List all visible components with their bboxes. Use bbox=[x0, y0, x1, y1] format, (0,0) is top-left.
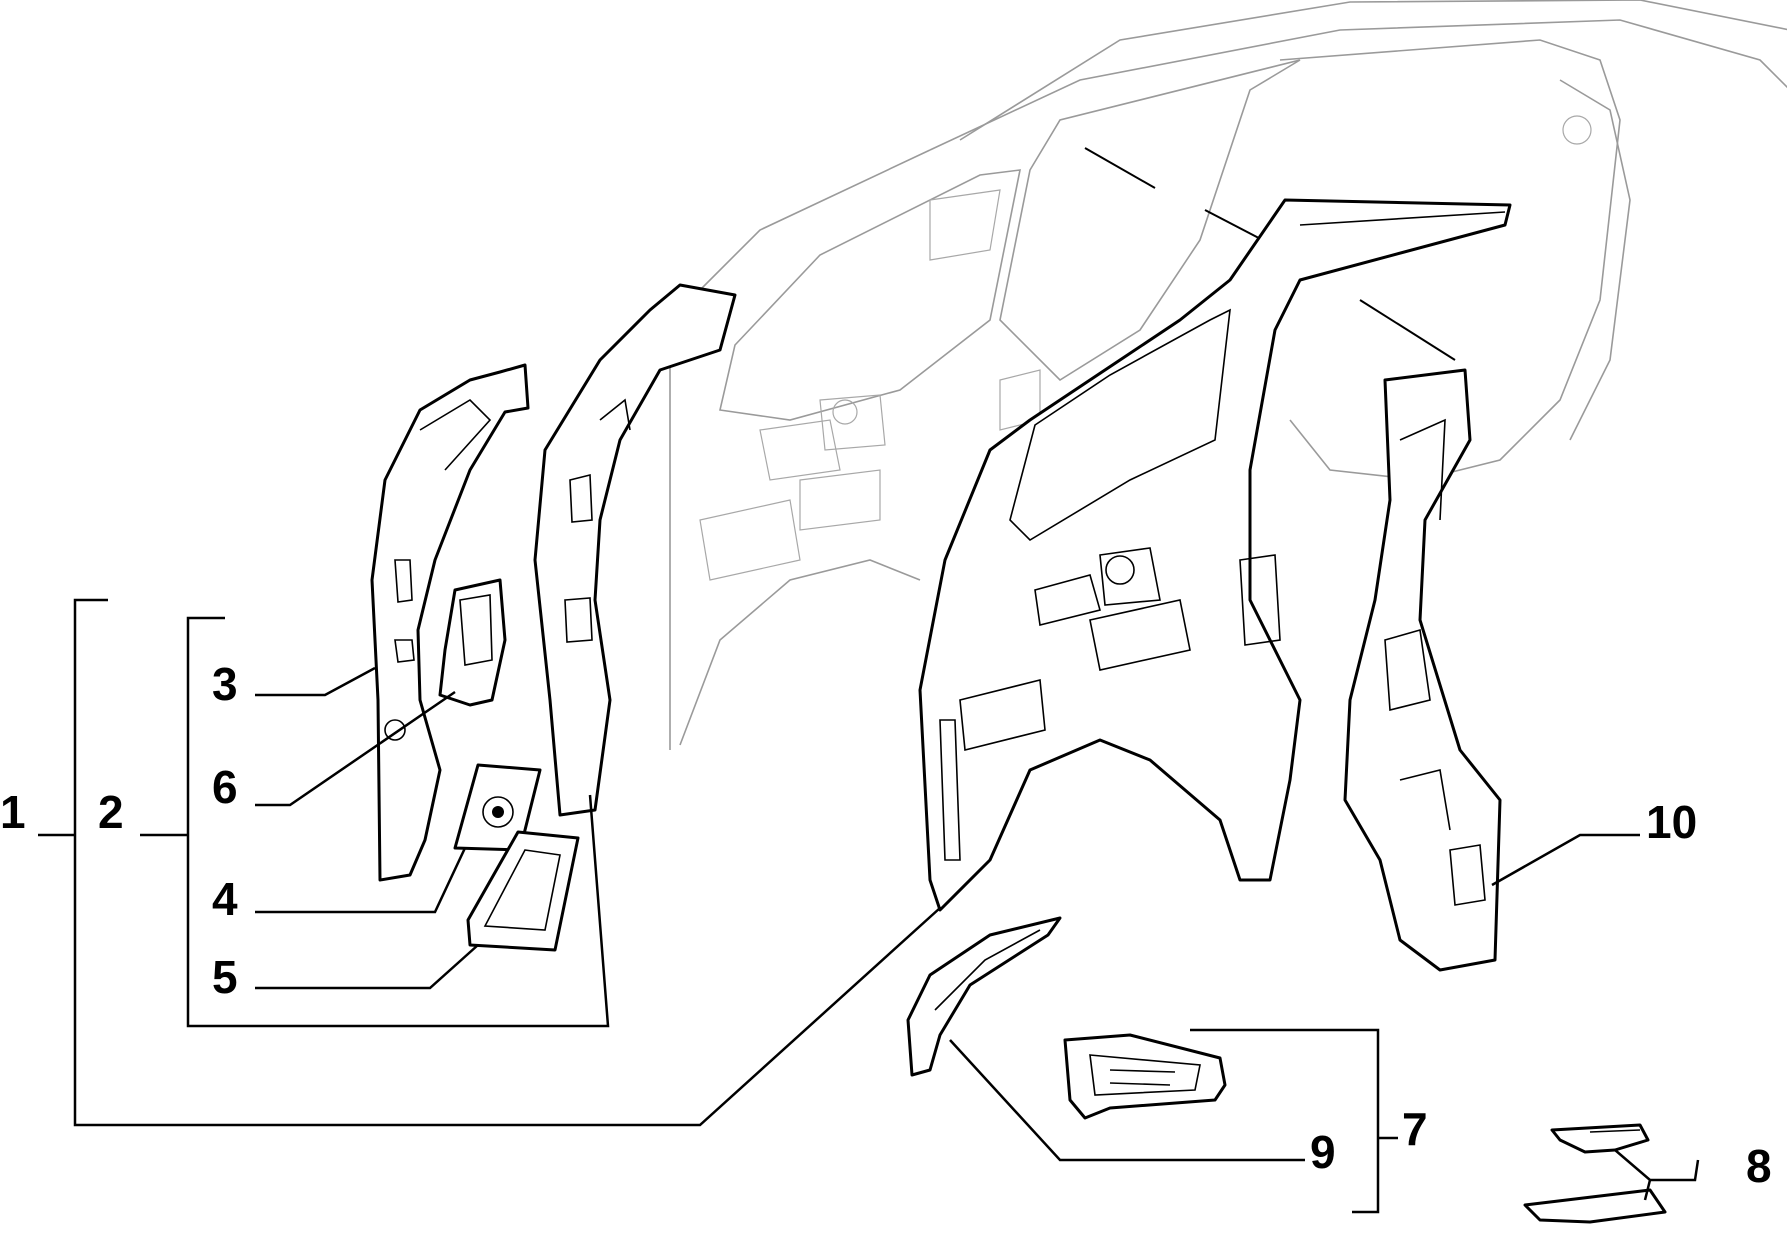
callout-8: 8 bbox=[1746, 1140, 1772, 1192]
part-4-plate bbox=[453, 763, 542, 852]
part-3-front-pillar-inner bbox=[370, 363, 530, 882]
ghost-body-side bbox=[669, 0, 1787, 750]
main-side-inner-panel bbox=[918, 198, 1512, 912]
callout-1: 1 bbox=[0, 786, 26, 838]
part-8-small-brackets bbox=[1523, 1123, 1667, 1224]
part-5-frame bbox=[466, 830, 580, 952]
callout-3: 3 bbox=[212, 658, 238, 710]
part-9-curved-strip bbox=[906, 916, 1062, 1077]
part-7-floor-bracket bbox=[1063, 1033, 1227, 1120]
callout-7: 7 bbox=[1402, 1103, 1428, 1155]
callout-5: 5 bbox=[212, 951, 238, 1003]
part-2-pillar-reinforcement bbox=[533, 283, 737, 817]
part-10-rear-pillar bbox=[1343, 368, 1502, 972]
callout-labels: 1 2 3 6 4 5 10 9 7 8 bbox=[0, 658, 1772, 1192]
callout-2: 2 bbox=[98, 786, 124, 838]
part-6-bracket bbox=[438, 578, 507, 707]
callout-4: 4 bbox=[212, 873, 238, 925]
callout-6: 6 bbox=[212, 761, 238, 813]
leader-lines bbox=[38, 598, 1700, 1214]
callout-9: 9 bbox=[1310, 1126, 1336, 1178]
callout-10: 10 bbox=[1646, 796, 1697, 848]
